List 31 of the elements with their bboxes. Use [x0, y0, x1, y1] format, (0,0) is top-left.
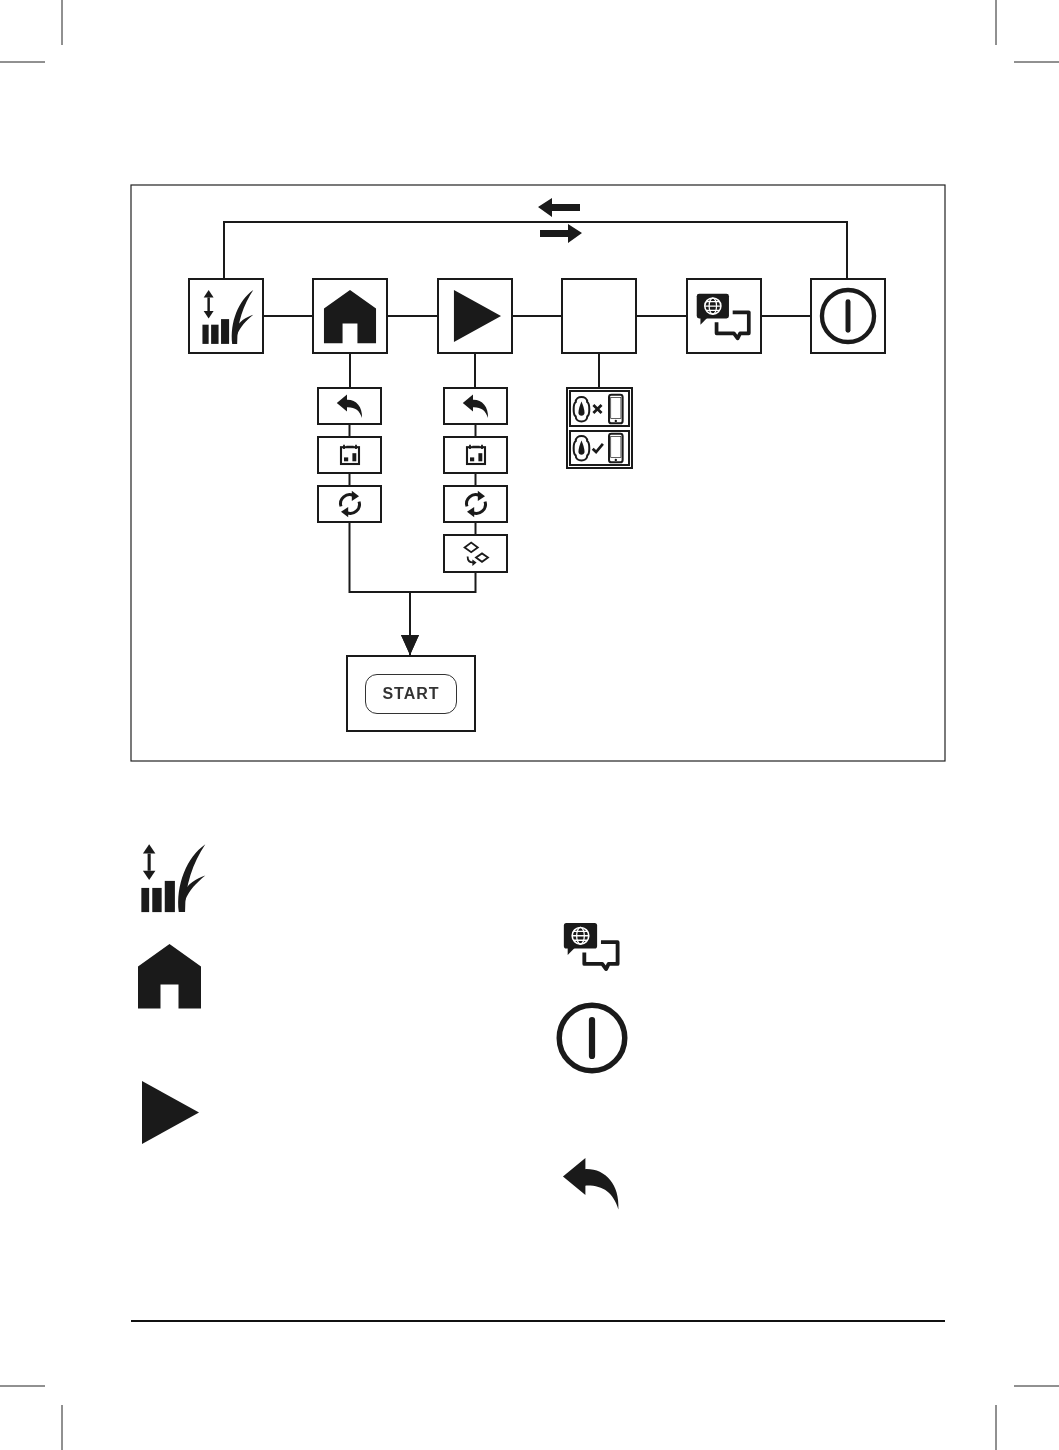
menu-box	[686, 278, 762, 354]
connector-line	[348, 424, 351, 437]
connector-line	[387, 315, 438, 317]
connector-line	[474, 424, 477, 437]
connector-line	[512, 315, 562, 317]
connector-line	[474, 522, 477, 535]
menu-box	[443, 485, 508, 523]
menu-box	[437, 278, 513, 354]
connector-line	[474, 353, 476, 388]
connector-line	[348, 473, 351, 486]
menu-box	[317, 485, 382, 523]
menu-box	[188, 278, 264, 354]
menu-box	[561, 278, 637, 354]
connector-line	[598, 353, 600, 388]
menu-box	[443, 534, 508, 573]
menu-box	[317, 436, 382, 474]
start-button: START	[365, 673, 457, 714]
menu-box	[810, 278, 886, 354]
connector-line	[636, 315, 687, 317]
menu-box	[443, 387, 508, 425]
menu-box	[443, 436, 508, 474]
button-frame	[346, 655, 476, 732]
connector-line	[263, 315, 313, 317]
arrow	[401, 572, 477, 656]
menu-box	[312, 278, 388, 354]
connector-line	[349, 353, 351, 388]
connector-line	[474, 473, 477, 486]
connector-line	[761, 315, 811, 317]
connector-line	[223, 221, 848, 279]
menu-box	[317, 387, 382, 425]
pairing-panel	[566, 387, 633, 469]
